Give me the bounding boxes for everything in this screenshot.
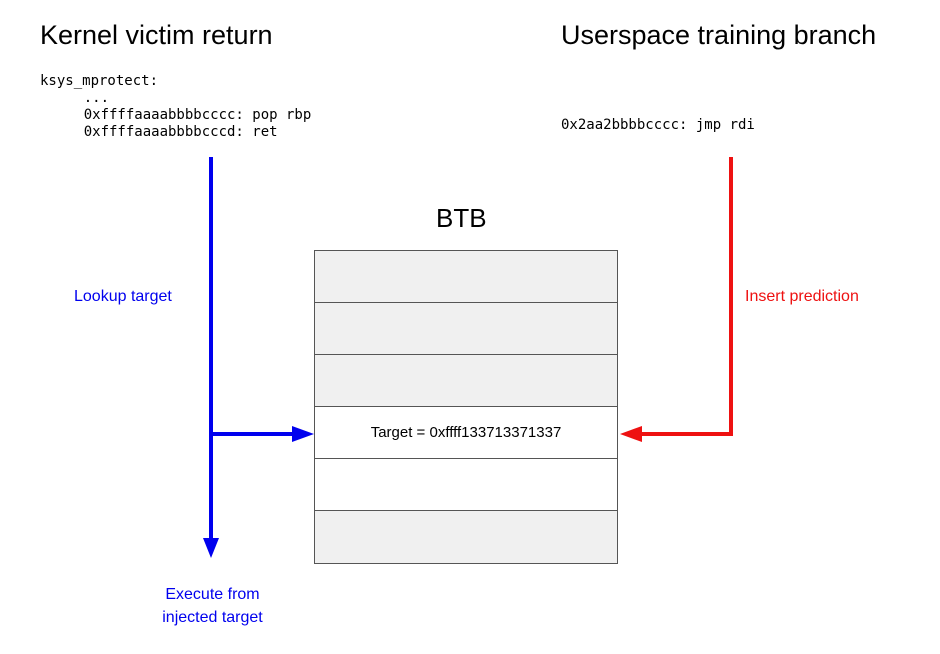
btb-title: BTB — [436, 203, 487, 233]
insert-arrowhead — [620, 426, 642, 442]
btb-entry — [315, 303, 617, 355]
userspace-training-title: Userspace training branch — [561, 20, 877, 50]
lookup-target-label: Lookup target — [74, 288, 172, 305]
execute-arrowhead — [203, 538, 219, 558]
btb-entry — [315, 251, 617, 303]
kernel-code-line: ksys_mprotect: — [40, 73, 159, 89]
insert-arrow-line — [640, 157, 733, 436]
execute-injected-label: Execute from injected target — [162, 586, 263, 626]
kernel-victim-title: Kernel victim return — [40, 20, 273, 50]
kernel-code-line: 0xffffaaaabbbbcccd: ret — [50, 124, 278, 140]
lookup-arrowhead — [292, 426, 314, 442]
btb-entry — [315, 355, 617, 407]
userspace-code-line: 0x2aa2bbbbcccc: jmp rdi — [561, 117, 755, 133]
kernel-code-line: ... — [50, 90, 110, 106]
btb-entry — [315, 459, 617, 511]
btb-target-entry: Target = 0xffff133713371337 — [315, 407, 617, 459]
insert-prediction-label: Insert prediction — [745, 288, 859, 305]
btb-table: Target = 0xffff133713371337 — [314, 250, 618, 564]
kernel-code-line: 0xffffaaaabbbbcccc: pop rbp — [50, 107, 312, 123]
